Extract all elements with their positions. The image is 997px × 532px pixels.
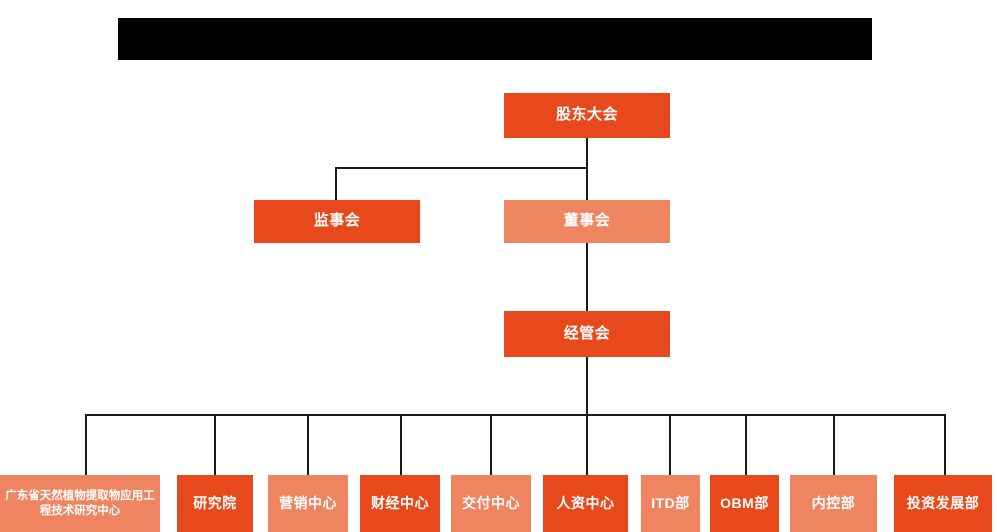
connector-bus-to-obm-department [745,414,747,475]
node-research-institute[interactable]: 研究院 [177,475,253,532]
connector-shareholders-to-branch [586,138,588,168]
node-board-of-directors[interactable]: 董事会 [504,200,670,243]
node-management-committee[interactable]: 经管会 [504,311,670,357]
connector-branch-to-directors [586,167,588,201]
connector-bus-to-marketing-center [307,414,309,475]
connector-management-to-bus [586,357,588,416]
node-board-of-supervisors[interactable]: 监事会 [254,200,420,243]
node-investment-development-department[interactable]: 投资发展部 [894,475,992,532]
connector-branch-to-supervisors [335,167,337,201]
node-delivery-center[interactable]: 交付中心 [451,475,531,532]
connector-bus-to-delivery-center [490,414,492,475]
connector-department-bus [85,414,946,416]
connector-bus-to-investment-development-department [944,414,946,475]
node-guangdong-research-center[interactable]: 广东省天然植物提取物应用工程技术研究中心 [0,475,160,532]
node-obm-department[interactable]: OBM部 [710,475,779,532]
node-marketing-center[interactable]: 营销中心 [268,475,348,532]
node-shareholders-meeting[interactable]: 股东大会 [504,93,670,138]
node-internal-control-department[interactable]: 内控部 [790,475,877,532]
connector-bus-to-guangdong-research-center [85,414,87,475]
connector-bus-to-itd-department [669,414,671,475]
node-itd-department[interactable]: ITD部 [641,475,700,532]
node-hr-center[interactable]: 人资中心 [543,475,628,532]
connector-bus-to-hr-center [586,414,588,475]
node-finance-center[interactable]: 财经中心 [360,475,440,532]
connector-bus-to-finance-center [400,414,402,475]
connector-bus-to-internal-control-department [833,414,835,475]
connector-bus-to-research-institute [214,414,216,475]
connector-directors-to-management [586,243,588,311]
redacted-title-bar [118,18,872,60]
connector-branch-horizontal-level2 [336,167,588,169]
